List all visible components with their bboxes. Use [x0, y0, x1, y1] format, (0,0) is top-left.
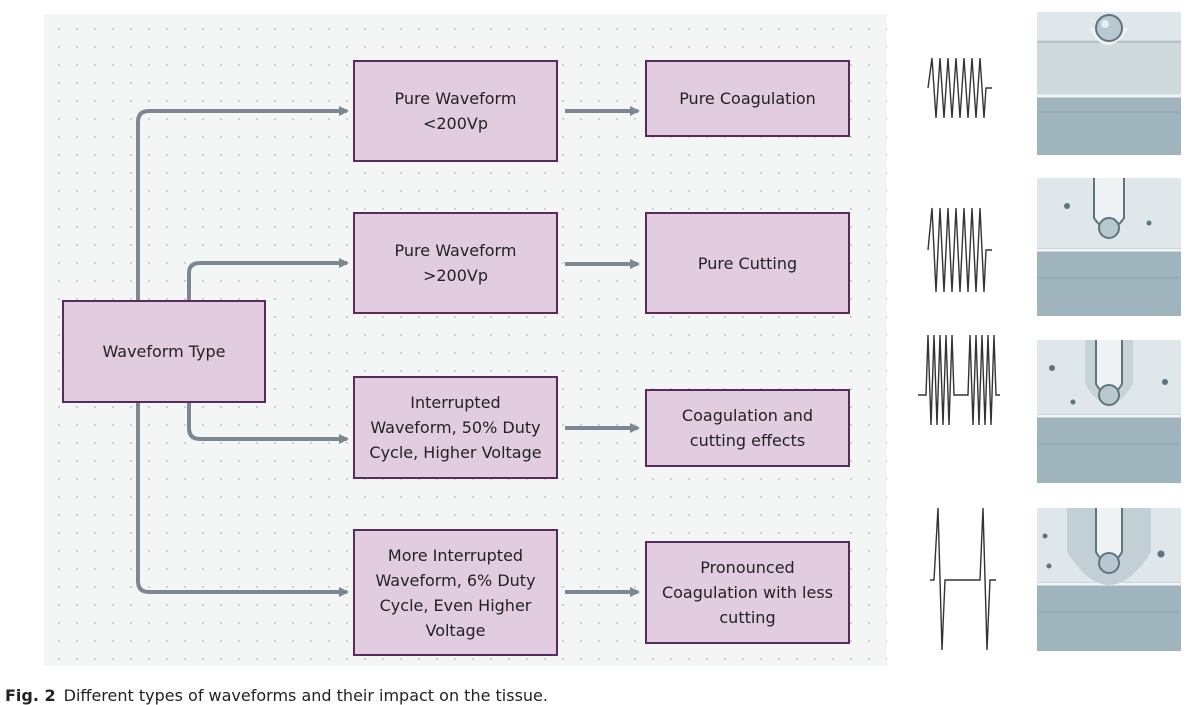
figure-caption: Fig. 2 Different types of waveforms and t…: [5, 686, 548, 705]
interrupted-waveform-6-icon: [930, 507, 996, 651]
effect-label-line: Coagulation with less: [661, 583, 834, 602]
waveform-label-line: Cycle, Higher Voltage: [369, 443, 542, 462]
tissue-pure-cutting-image: [1037, 178, 1181, 316]
waveform-box-row4: More Interrupted Waveform, 6% Duty Cycle…: [353, 529, 558, 656]
waveform-label-line: Pure Waveform: [394, 241, 517, 260]
waveform-label-line: <200Vp: [422, 114, 489, 133]
waveform-label-line: Voltage: [425, 620, 486, 640]
connector-root-row2: [187, 258, 349, 300]
waveform-label-line: Waveform, 6% Duty: [375, 570, 536, 590]
tissue-coagulation-cutting-image: [1037, 340, 1181, 483]
connector-root-row1: [136, 106, 349, 300]
waveform-type-box: Waveform Type: [62, 300, 266, 403]
effect-box-row1: Pure Coagulation: [645, 60, 850, 137]
effect-label-line: Pure Coagulation: [679, 89, 816, 108]
waveform-box-row1: Pure Waveform <200Vp: [353, 60, 558, 162]
waveform-box-row2: Pure Waveform >200Vp: [353, 212, 558, 314]
tissue-pure-coagulation-image: [1037, 12, 1181, 155]
effect-label-line: Pronounced: [700, 558, 795, 577]
waveform-label-line: Cycle, Even Higher: [379, 595, 532, 615]
effect-box-row3: Coagulation and cutting effects: [645, 389, 850, 467]
pure-waveform-high-voltage-icon: [927, 207, 992, 293]
waveform-label-line: >200Vp: [422, 266, 489, 285]
interrupted-waveform-50-icon: [918, 334, 1000, 426]
figure-caption-text: Different types of waveforms and their i…: [63, 686, 548, 705]
effect-label-line: cutting effects: [689, 431, 806, 450]
effect-label-line: cutting: [719, 608, 776, 627]
waveform-label-line: Waveform, 50% Duty: [370, 418, 541, 437]
waveform-type-label: Waveform Type: [102, 342, 226, 361]
waveform-label-line: Interrupted: [410, 393, 501, 412]
waveform-box-row3: Interrupted Waveform, 50% Duty Cycle, Hi…: [353, 376, 558, 479]
connector-root-row3: [187, 402, 349, 444]
waveform-label-line: More Interrupted: [387, 545, 524, 565]
figure-label: Fig. 2: [5, 686, 56, 705]
effect-box-row4: Pronounced Coagulation with less cutting: [645, 541, 850, 644]
pure-waveform-low-voltage-icon: [927, 57, 992, 119]
connector-root-row4: [136, 402, 349, 597]
effect-box-row2: Pure Cutting: [645, 212, 850, 314]
waveform-label-line: Pure Waveform: [394, 89, 517, 108]
effect-label-line: Pure Cutting: [697, 253, 798, 273]
tissue-pronounced-coagulation-image: [1037, 508, 1181, 651]
effect-label-line: Coagulation and: [681, 406, 814, 425]
